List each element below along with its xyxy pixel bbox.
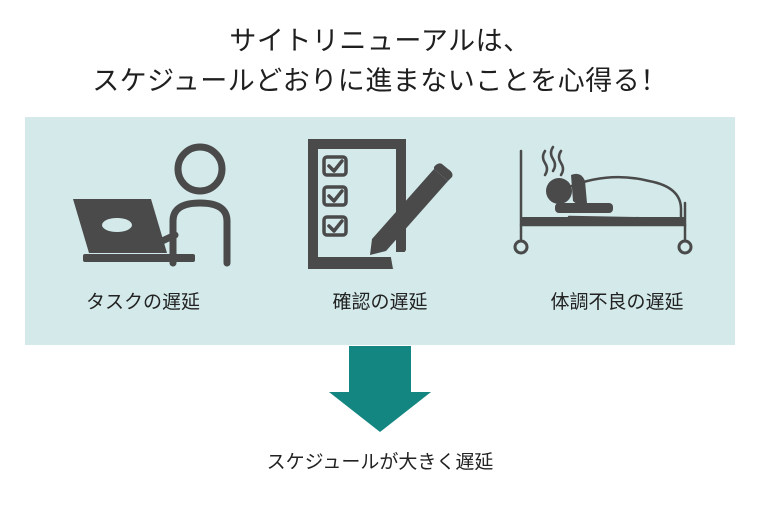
diagram-title: サイトリニューアルは、 スケジュールどおりに進まないことを心得る！ [0, 22, 760, 102]
title-line-2: スケジュールどおりに進まないことを心得る！ [92, 66, 668, 97]
sick-in-bed-icon [513, 145, 693, 255]
cause-illness-delay: 体調不良の遅延 [499, 117, 735, 345]
down-arrow-icon [329, 346, 431, 432]
result-label: スケジュールが大きく遅延 [266, 451, 494, 473]
title-line-1: サイトリニューアルは、 [229, 26, 531, 57]
cause-label: タスクの遅延 [85, 291, 200, 313]
cause-confirmation-delay: 確認の遅延 [262, 117, 498, 345]
causes-panel: タスクの遅延 確認の遅延 [25, 117, 735, 345]
cause-label: 体調不良の遅延 [550, 291, 684, 313]
cause-task-delay: タスクの遅延 [25, 117, 261, 345]
cause-label: 確認の遅延 [332, 291, 428, 313]
checklist-pencil-icon [308, 139, 453, 269]
laptop-person-icon [73, 143, 231, 267]
